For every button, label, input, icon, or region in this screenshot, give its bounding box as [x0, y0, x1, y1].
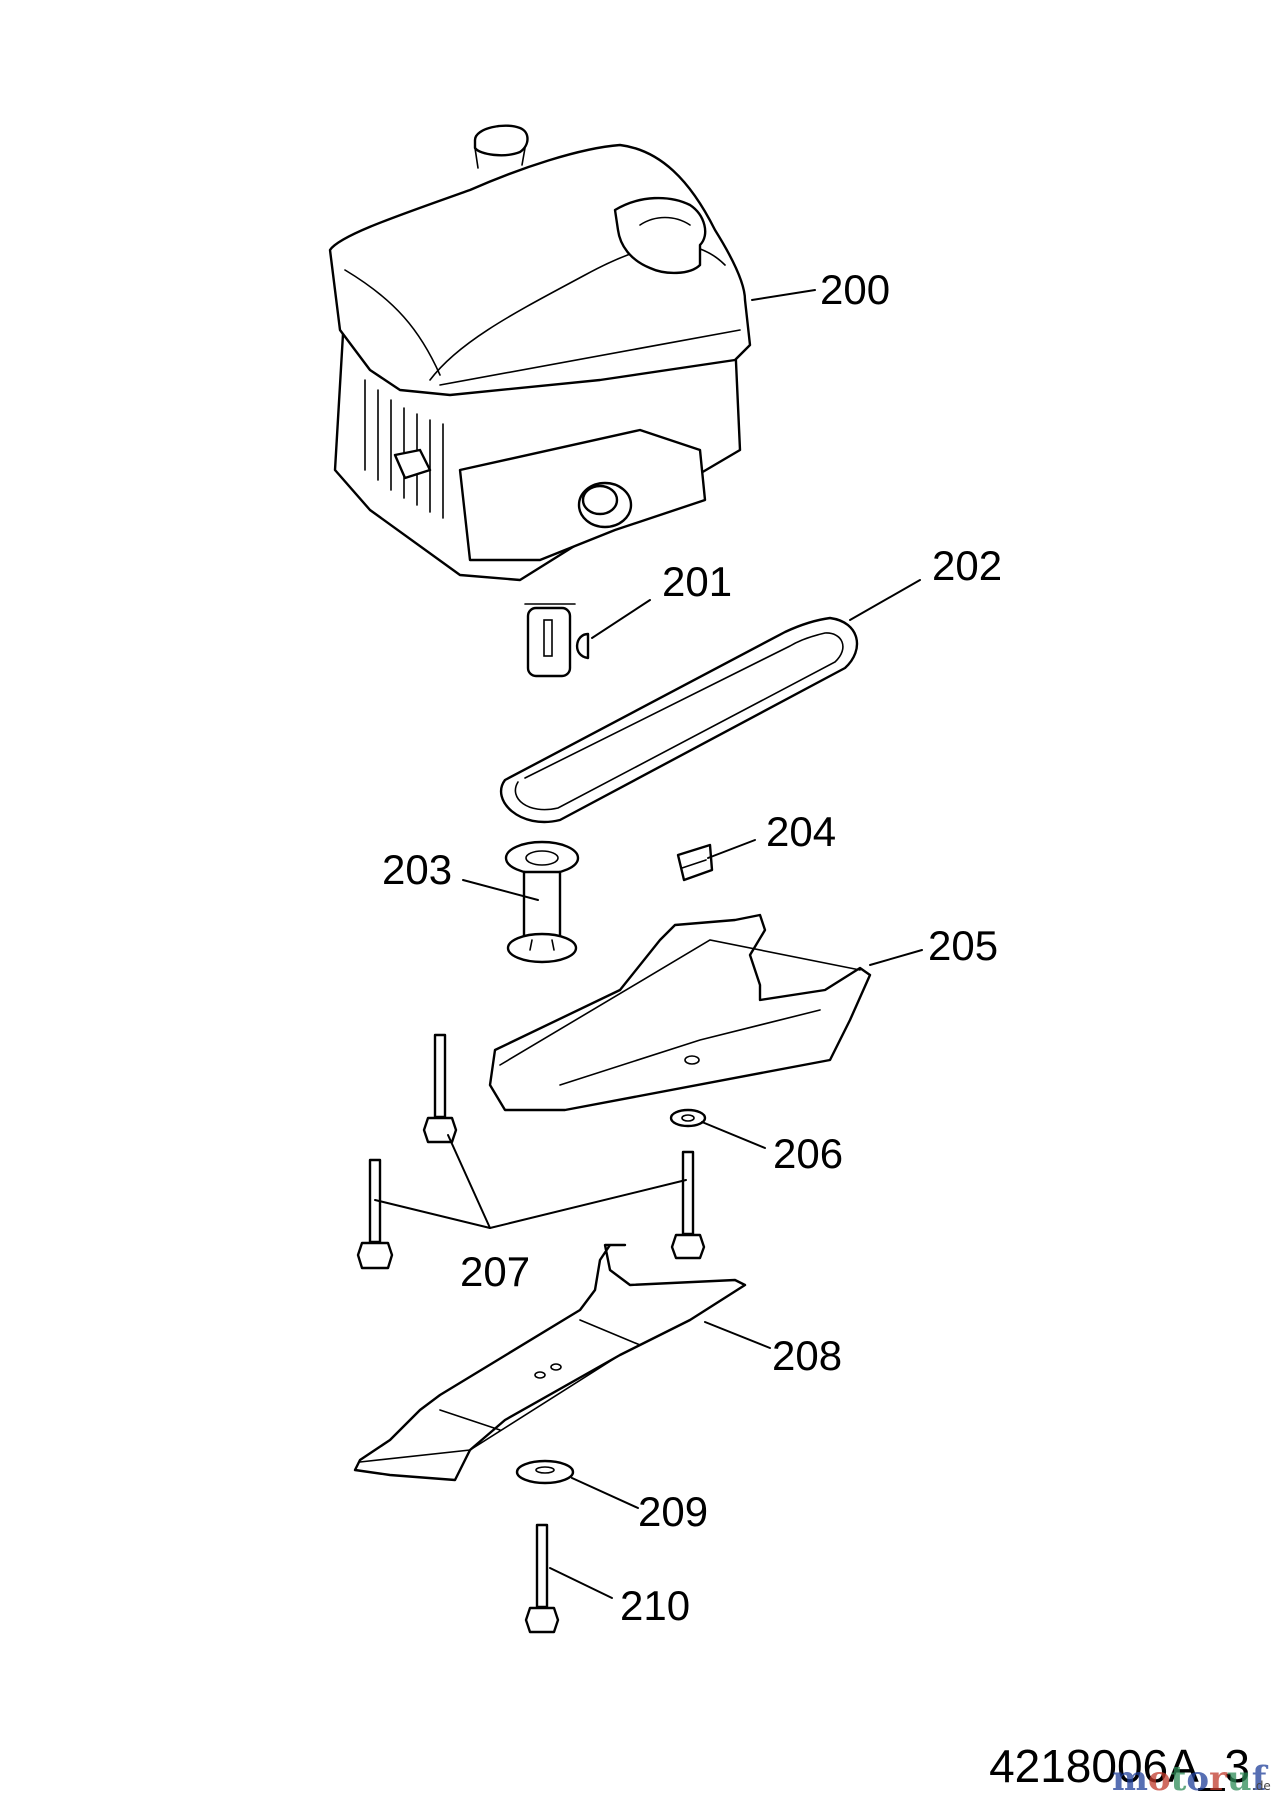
part-203-pulley	[504, 840, 580, 964]
callout-202: 202	[932, 542, 1002, 589]
part-208-blade	[353, 1243, 747, 1482]
callout-206: 206	[773, 1130, 843, 1177]
callout-209: 209	[638, 1488, 708, 1535]
callout-200: 200	[820, 266, 890, 313]
callout-207: 207	[460, 1248, 530, 1295]
callout-203: 203	[382, 846, 452, 893]
part-202-belt	[499, 616, 859, 823]
callout-205: 205	[928, 922, 998, 969]
part-206-washer	[669, 1108, 707, 1128]
callout-208: 208	[772, 1332, 842, 1379]
watermark-suffix: .de	[1252, 1779, 1271, 1793]
document-number: 4218006A_3	[989, 1740, 1250, 1792]
svg-text:motoruf: motoruf	[1112, 1759, 1269, 1799]
callout-labels: 200 201 202 203 204 205 206 207 208 209 …	[382, 266, 1002, 1629]
part-201-shaft-key	[524, 603, 590, 678]
callout-210: 210	[620, 1582, 690, 1629]
watermark-logo: motoruf .de	[1112, 1759, 1271, 1799]
part-209-washer	[515, 1459, 575, 1485]
part-204-clip	[676, 843, 714, 882]
part-205-deflector	[488, 913, 872, 1112]
callout-201: 201	[662, 558, 732, 605]
part-200-engine	[328, 124, 752, 582]
part-210-bolt	[524, 1523, 560, 1634]
leader-lines	[374, 289, 923, 1599]
callout-204: 204	[766, 808, 836, 855]
